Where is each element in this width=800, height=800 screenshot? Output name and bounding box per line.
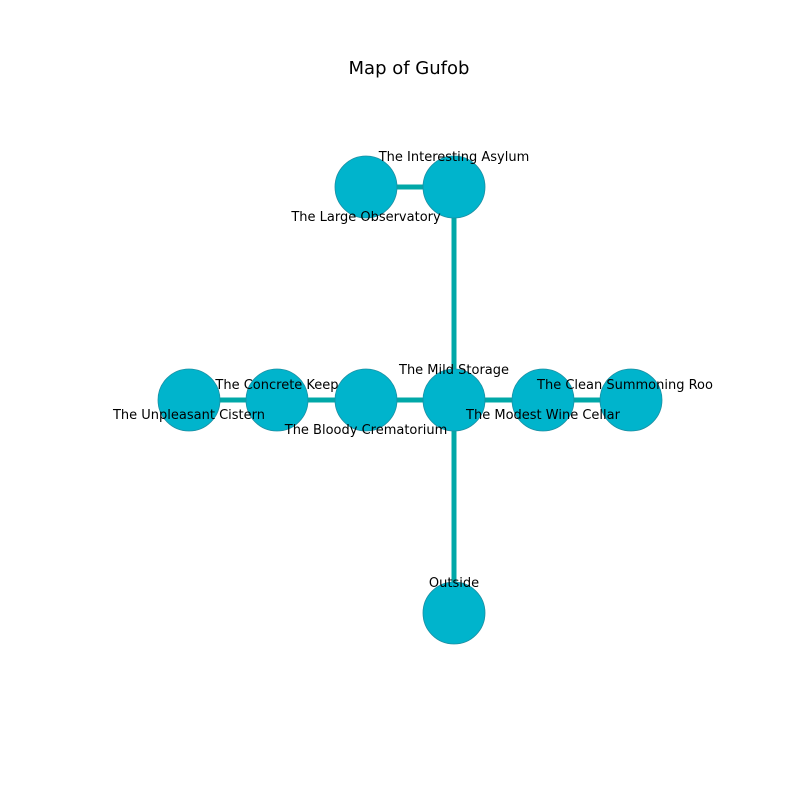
room-label-modest-wine-cellar: The Modest Wine Cellar [465, 408, 621, 423]
room-label-unpleasant-cistern: The Unpleasant Cistern [112, 408, 265, 423]
room-label-large-observatory: The Large Observatory [290, 210, 441, 225]
room-node-bloody-crematorium [334, 368, 398, 432]
rooms-layer [157, 155, 663, 645]
room-node-modest-wine-cellar [511, 368, 575, 432]
room-node-mild-storage [422, 368, 486, 432]
room-label-concrete-keep: The Concrete Keep [214, 378, 338, 393]
room-node-outside [422, 581, 486, 645]
room-label-outside: Outside [429, 576, 479, 591]
map-title: Map of Gufob [349, 58, 470, 79]
room-labels-layer: The Large Observatory The Interesting Asy… [112, 150, 713, 591]
room-node-unpleasant-cistern [157, 368, 221, 432]
room-label-mild-storage: The Mild Storage [398, 363, 509, 378]
room-node-large-observatory [334, 155, 398, 219]
room-label-interesting-asylum: The Interesting Asylum [378, 150, 530, 165]
room-node-concrete-keep [245, 368, 309, 432]
room-node-interesting-asylum [422, 155, 486, 219]
room-label-bloody-crematorium: The Bloody Crematorium [284, 423, 448, 438]
room-label-clean-summoning-room: The Clean Summoning Roo [536, 378, 713, 393]
room-node-clean-summoning-room [599, 368, 663, 432]
